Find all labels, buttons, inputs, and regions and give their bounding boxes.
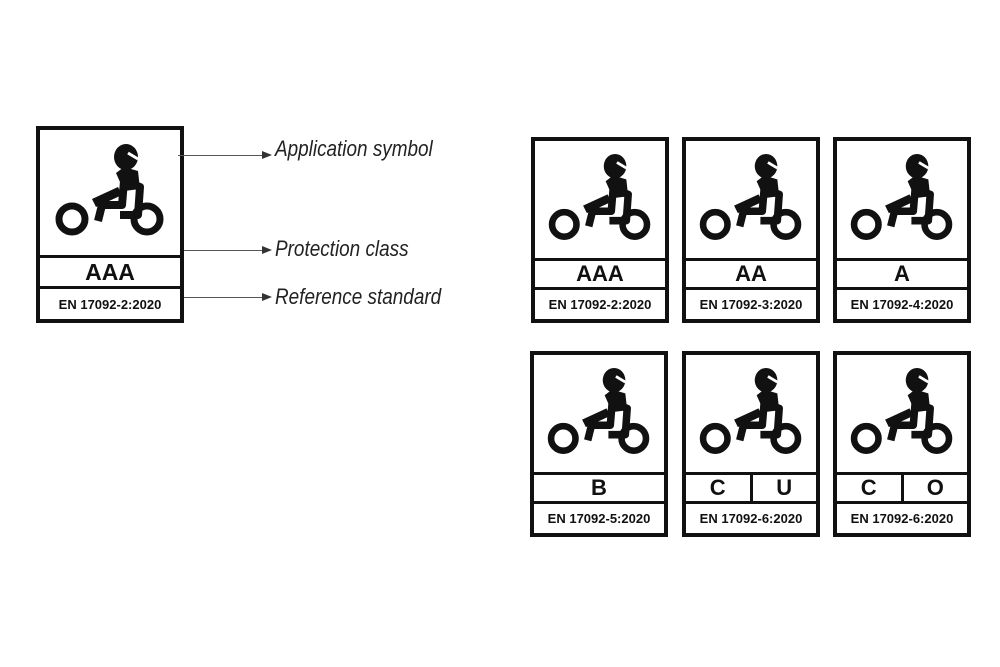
arrow-icon <box>262 151 272 159</box>
protection-class-cell: C <box>709 475 726 500</box>
reference-standard: EN 17092-5:2020 <box>547 511 651 526</box>
application-symbol-area <box>535 141 665 258</box>
motorcyclist-icon <box>547 367 650 454</box>
annotated-label: AAA EN 17092-2:2020 <box>36 126 184 323</box>
application-symbol-area <box>686 355 816 472</box>
callout-reference-standard: Reference standard <box>275 284 442 309</box>
application-symbol-area <box>40 130 180 255</box>
protection-class: A <box>837 258 967 290</box>
protection-class-cell: U <box>749 475 817 501</box>
application-symbol-area <box>686 141 816 258</box>
motorcyclist-icon <box>850 367 953 454</box>
reference-standard: EN 17092-4:2020 <box>850 297 954 312</box>
callout-line-protection <box>184 250 264 251</box>
reference-standard: EN 17092-6:2020 <box>850 511 954 526</box>
motorcyclist-icon <box>55 143 164 235</box>
protection-class-cell: AAA <box>576 261 624 286</box>
motorcyclist-icon <box>850 153 953 240</box>
protection-class: AAA <box>40 255 180 289</box>
motorcyclist-icon <box>699 153 802 240</box>
callout-protection-class: Protection class <box>275 236 409 261</box>
protection-class: AA <box>686 258 816 290</box>
reference-standard: EN 17092-6:2020 <box>699 511 803 526</box>
reference-standard: EN 17092-3:2020 <box>699 297 803 312</box>
arrow-icon <box>262 293 272 301</box>
protection-class: B <box>534 472 664 504</box>
protection-class-cell: A <box>894 261 910 286</box>
callout-line-application <box>178 155 264 156</box>
motorcyclist-icon <box>699 367 802 454</box>
protection-class-cell: B <box>591 475 607 500</box>
arrow-icon <box>262 246 272 254</box>
callout-line-standard <box>184 297 264 298</box>
application-symbol-area <box>837 141 967 258</box>
protection-class-cell: O <box>900 475 968 501</box>
application-symbol-area <box>837 355 967 472</box>
protection-label: B EN 17092-5:2020 <box>530 351 668 537</box>
protection-class: AAA <box>535 258 665 290</box>
callout-application-symbol: Application symbol <box>275 136 433 161</box>
application-symbol-area <box>534 355 664 472</box>
reference-standard: EN 17092-2:2020 <box>58 296 162 312</box>
reference-standard: EN 17092-2:2020 <box>548 297 652 312</box>
protection-class-cell: AA <box>735 261 767 286</box>
protection-label: AA EN 17092-3:2020 <box>682 137 820 323</box>
protection-label: AAA EN 17092-2:2020 <box>531 137 669 323</box>
protection-label: A EN 17092-4:2020 <box>833 137 971 323</box>
motorcyclist-icon <box>548 153 651 240</box>
protection-class-cell: C <box>860 475 877 500</box>
